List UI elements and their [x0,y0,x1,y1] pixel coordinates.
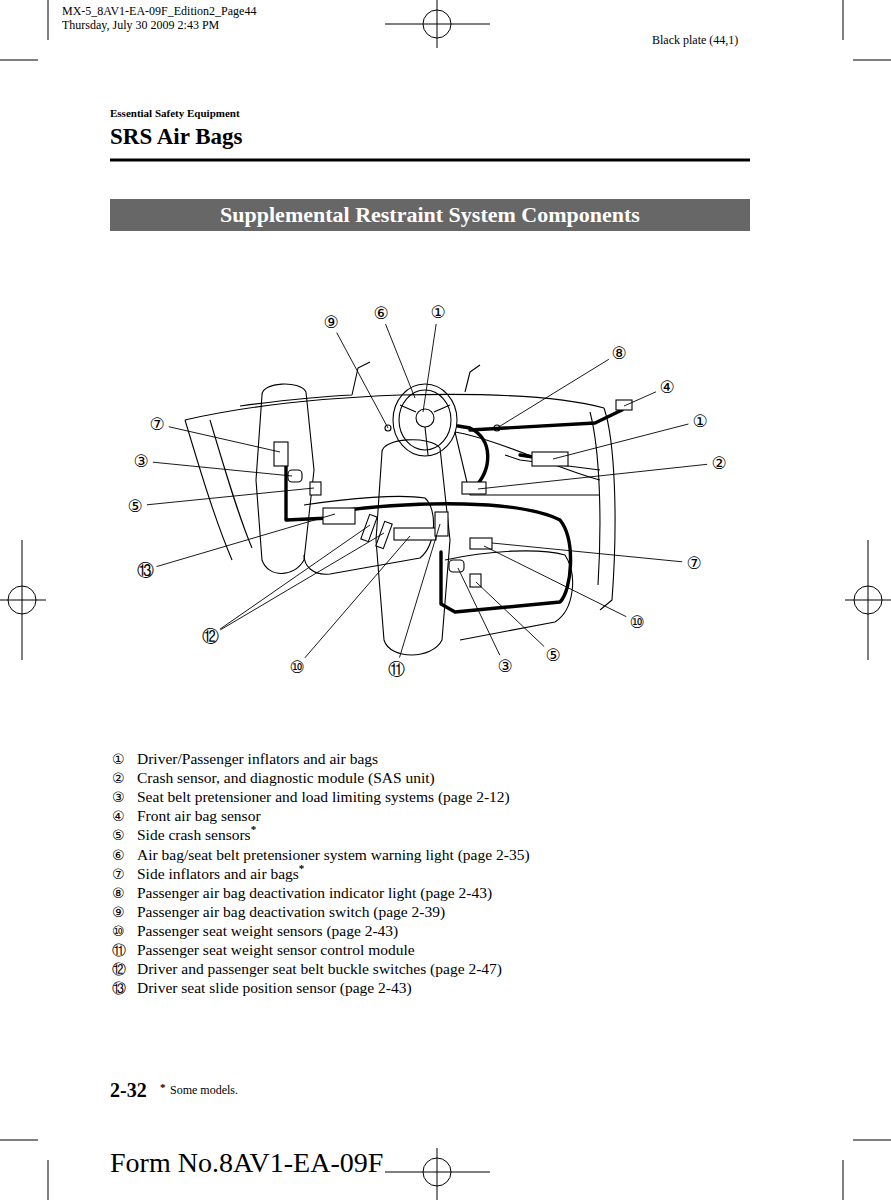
footnote-mark: * [251,823,257,835]
header-text: Thursday, July 30 2009 2:43 PM [62,19,219,32]
list-row: ⑤Side crash sensors* [112,826,256,844]
list-row: ⑩Passenger seat weight sensors (page 2-4… [112,922,398,940]
callout-number: ⑨ [322,314,339,331]
leader-line [337,333,388,428]
leader-line [478,464,707,489]
list-row: ⑬Driver seat slide position sensor (page… [112,979,412,997]
leader-line [624,392,656,406]
callout-number: ③ [496,658,513,675]
list-number: ⑤ [112,827,137,843]
leader-line [305,536,410,658]
callout-number: ⑩ [628,614,645,631]
callout-number: ⑩ [288,659,305,676]
callout-number: ⑥ [372,305,389,322]
list-row: ⑧Passenger air bag deactivation indicato… [112,884,492,902]
components [274,400,632,587]
list-row: ①Driver/Passenger inflators and air bags [112,750,378,768]
list-text: Air bag/seat belt pretensioner system wa… [137,846,530,863]
harness [286,410,622,612]
list-text: Front air bag sensor [137,807,261,824]
leader-line [386,324,416,398]
list-number: ② [112,770,137,786]
callout-number: ⑫ [201,628,220,645]
list-text: Driver seat slide position sensor (page … [137,979,412,996]
list-row: ④Front air bag sensor [112,807,261,825]
leader-line [400,524,441,658]
title-rule [110,159,750,162]
list-number: ⑦ [112,866,137,882]
leader-line [458,568,500,655]
list-number: ⑫ [112,961,137,977]
callout-number: ⑦ [685,555,702,572]
list-row: ⑪Passenger seat weight sensor control mo… [112,941,415,959]
section-name: Essential Safety Equipment [110,107,240,119]
list-number: ⑨ [112,904,137,920]
list-number: ⑪ [112,942,137,958]
callout-number: ⑬ [136,562,155,579]
list-text: Seat belt pretensioner and load limiting… [137,788,510,805]
callout-number: ⑤ [544,647,561,664]
list-row: ⑦Side inflators and air bags* [112,865,304,883]
list-number: ⑩ [112,923,137,939]
callout-number: ① [691,413,708,430]
list-text: Passenger seat weight sensor control mod… [137,941,415,958]
list-number: ① [112,751,137,767]
leader-line [497,359,609,428]
leader-line [553,424,688,459]
list-text: Driver and passenger seat belt buckle sw… [137,960,502,977]
footnote-mark: * [160,1081,166,1093]
leader-line [147,488,314,505]
list-text: Driver/Passenger inflators and air bags [137,750,378,767]
callout-number: ⑪ [387,661,406,678]
list-text: Side inflators and air bags [137,865,299,882]
header-text: MX-5_8AV1-EA-09F_Edition2_Page44 [62,5,256,18]
list-row: ⑨Passenger air bag deactivation switch (… [112,903,445,921]
list-number: ③ [112,789,137,805]
footnote-mark: * [299,862,305,874]
callout-number: ④ [658,379,675,396]
list-number: ⑧ [112,885,137,901]
form-number: Form No.8AV1-EA-09F [110,1148,383,1179]
callout-number: ③ [132,453,149,470]
section-band: Supplemental Restraint System Components [110,199,750,231]
list-text: Passenger air bag deactivation indicator… [137,884,492,901]
list-number: ⑬ [112,980,137,996]
leader-line [220,525,370,629]
list-number: ④ [112,808,137,824]
callout-number: ⑤ [126,498,143,515]
list-text: Side crash sensors [137,826,251,843]
page-title: SRS Air Bags [110,124,243,149]
leader-lines [147,324,707,658]
leader-line [220,533,384,630]
list-row: ⑫Driver and passenger seat belt buckle s… [112,960,502,978]
callout-number: ① [429,304,446,321]
leader-line [484,546,626,617]
leader-line [157,514,336,567]
callout-number: ⑧ [610,345,627,362]
car-interior [185,362,615,655]
list-text: Passenger air bag deactivation switch (p… [137,903,445,920]
leader-line [423,324,436,412]
list-text: Passenger seat weight sensors (page 2-43… [137,922,398,939]
callout-number: ② [710,455,727,472]
list-row: ③Seat belt pretensioner and load limitin… [112,788,510,806]
band-heading: Supplemental Restraint System Components [220,202,640,228]
leader-line [153,462,292,476]
leader-line [476,582,544,647]
list-text: Crash sensor, and diagnostic module (SAS… [137,769,435,786]
leader-line [492,543,682,562]
page-number: 2-32 [110,1079,147,1101]
header-text: Black plate (44,1) [652,34,738,47]
list-row: ②Crash sensor, and diagnostic module (SA… [112,769,435,787]
leader-line [169,427,280,452]
list-row: ⑥Air bag/seat belt pretensioner system w… [112,846,530,864]
callout-number: ⑦ [148,416,165,433]
footnote: Some models. [170,1084,238,1097]
list-number: ⑥ [112,847,137,863]
